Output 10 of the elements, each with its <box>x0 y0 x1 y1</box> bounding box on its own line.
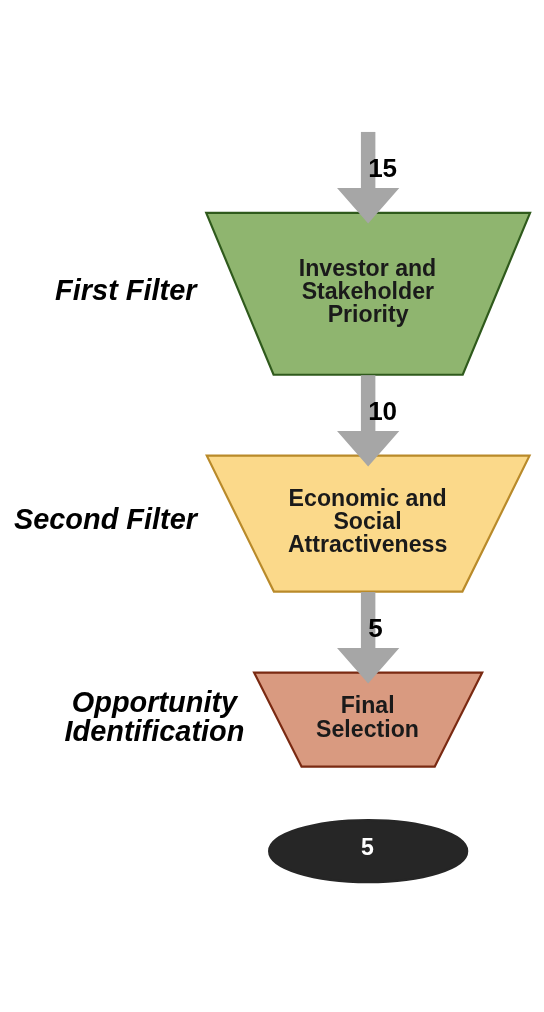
edge-label: 10 <box>368 395 398 426</box>
arrow <box>337 374 400 467</box>
node-ellipse: 5 <box>268 818 469 883</box>
edge-label: 15 <box>368 152 398 183</box>
node-label: First Filter <box>55 273 197 306</box>
node-label: Second Filter <box>13 502 198 535</box>
arrow <box>337 591 400 683</box>
edge-label: 5 <box>368 612 383 643</box>
arrow <box>337 131 400 224</box>
node-label: Opportunity Identification <box>64 685 245 747</box>
